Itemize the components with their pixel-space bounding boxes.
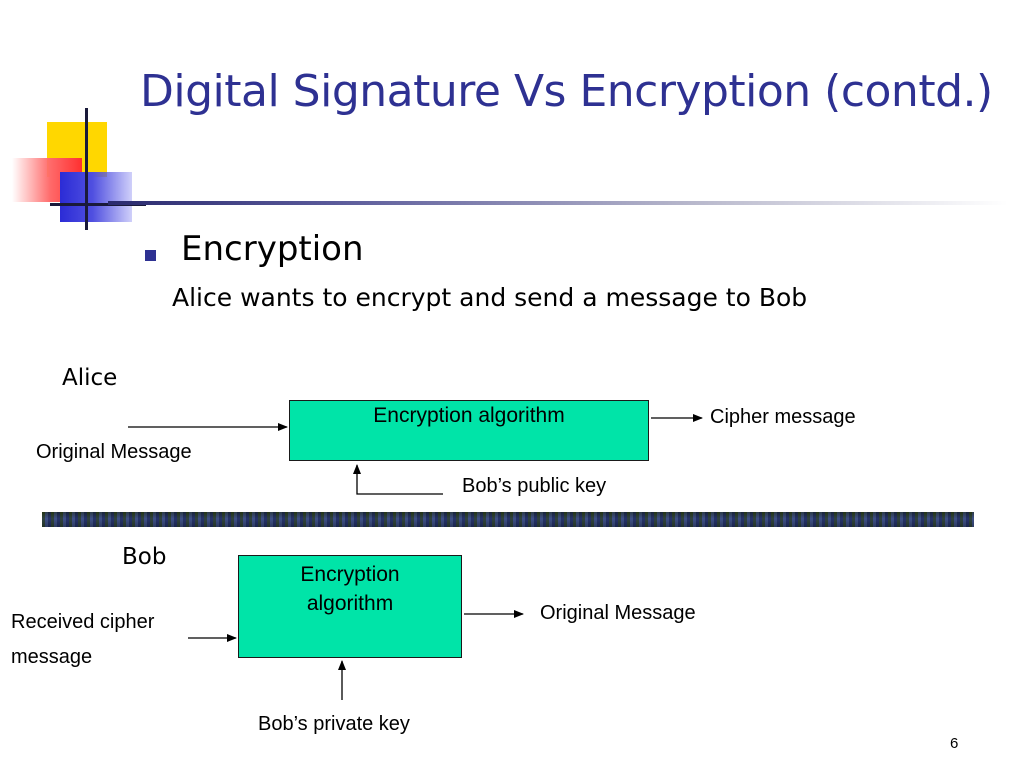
slide-title: Digital Signature Vs Encryption (contd.) (140, 66, 993, 117)
decorative-blue-square (60, 172, 132, 222)
bullet-square-icon (145, 250, 156, 261)
bob-input-label-line2: message (11, 646, 93, 668)
bob-encryption-box-label-line2: algorithm (306, 592, 394, 615)
section-divider (42, 512, 974, 527)
bob-key-label: Bob’s private key (258, 713, 410, 735)
alice-input-label: Original Message (36, 441, 192, 463)
alice-key-arrow (353, 464, 443, 495)
bob-label: Bob (122, 544, 167, 570)
decorative-horizontal-line (50, 203, 146, 206)
title-underline (108, 201, 1008, 205)
alice-label: Alice (62, 365, 118, 391)
bob-encryption-box: Encryption algorithm (238, 555, 462, 658)
alice-encryption-box-label: Encryption algorithm (373, 404, 565, 427)
page-number: 6 (950, 735, 959, 752)
bob-input-label-line1: Received cipher (11, 611, 155, 633)
bullet-description: Alice wants to encrypt and send a messag… (172, 283, 808, 312)
bullet-heading: Encryption (181, 229, 364, 269)
alice-output-label: Cipher message (710, 406, 856, 428)
bob-output-label: Original Message (540, 602, 696, 624)
decorative-vertical-line (85, 108, 88, 230)
alice-key-label: Bob’s public key (462, 475, 607, 497)
bob-encryption-box-label-line1: Encryption (300, 563, 400, 586)
alice-encryption-box: Encryption algorithm (289, 400, 649, 461)
